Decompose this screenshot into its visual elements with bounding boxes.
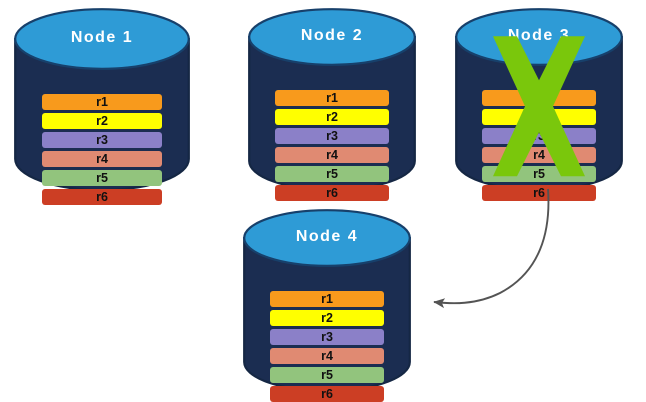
row-label-r3: r3	[533, 128, 545, 143]
row-list-node4: r1 r2 r3 r4 r5 r6	[270, 291, 384, 402]
row-bar-r6[interactable]: r6	[270, 386, 384, 402]
row-label-r2: r2	[321, 310, 333, 325]
row-bar-r4[interactable]: r4	[42, 151, 162, 167]
row-label-r2: r2	[533, 109, 545, 124]
row-label-r5: r5	[326, 166, 338, 181]
row-bar-r3[interactable]: r3	[482, 128, 596, 144]
row-bar-r6[interactable]: r6	[42, 189, 162, 205]
row-label-r1: r1	[326, 90, 338, 105]
row-label-r4: r4	[533, 147, 545, 162]
row-label-r5: r5	[321, 367, 333, 382]
row-list-node1: r1 r2 r3 r4 r5 r6	[42, 94, 162, 205]
row-label-r4: r4	[326, 147, 338, 162]
row-label-r1: r1	[321, 291, 333, 306]
row-label-r1: r1	[96, 94, 108, 109]
row-label-r6: r6	[326, 185, 338, 200]
row-bar-r6[interactable]: r6	[482, 185, 596, 201]
row-label-r4: r4	[96, 151, 108, 166]
row-bar-r2[interactable]: r2	[482, 109, 596, 125]
cylinder-top-ellipse-node2	[248, 8, 416, 66]
row-list-node3: r1 r2 r3 r4 r5 r6	[482, 90, 596, 201]
row-list-node2: r1 r2 r3 r4 r5 r6	[275, 90, 389, 201]
row-bar-r3[interactable]: r3	[42, 132, 162, 148]
row-bar-r2[interactable]: r2	[42, 113, 162, 129]
row-bar-r4[interactable]: r4	[270, 348, 384, 364]
row-bar-r2[interactable]: r2	[270, 310, 384, 326]
cylinder-top-ellipse-node1	[14, 8, 190, 70]
row-label-r2: r2	[326, 109, 338, 124]
row-label-r3: r3	[326, 128, 338, 143]
row-bar-r5[interactable]: r5	[42, 170, 162, 186]
row-label-r5: r5	[96, 170, 108, 185]
row-label-r6: r6	[533, 185, 545, 200]
row-bar-r3[interactable]: r3	[270, 329, 384, 345]
row-label-r6: r6	[321, 386, 333, 401]
row-bar-r1[interactable]: r1	[482, 90, 596, 106]
row-bar-r1[interactable]: r1	[42, 94, 162, 110]
row-bar-r3[interactable]: r3	[275, 128, 389, 144]
row-bar-r1[interactable]: r1	[270, 291, 384, 307]
row-label-r1: r1	[533, 90, 545, 105]
row-bar-r2[interactable]: r2	[275, 109, 389, 125]
row-label-r2: r2	[96, 113, 108, 128]
row-bar-r5[interactable]: r5	[270, 367, 384, 383]
row-bar-r6[interactable]: r6	[275, 185, 389, 201]
row-label-r5: r5	[533, 166, 545, 181]
row-label-r4: r4	[321, 348, 333, 363]
row-bar-r1[interactable]: r1	[275, 90, 389, 106]
row-bar-r4[interactable]: r4	[482, 147, 596, 163]
cylinder-top-ellipse-node4	[243, 209, 411, 267]
row-bar-r5[interactable]: r5	[275, 166, 389, 182]
row-label-r3: r3	[96, 132, 108, 147]
row-label-r6: r6	[96, 189, 108, 204]
row-bar-r4[interactable]: r4	[275, 147, 389, 163]
row-label-r3: r3	[321, 329, 333, 344]
cylinder-top-ellipse-node3	[455, 8, 623, 66]
row-bar-r5[interactable]: r5	[482, 166, 596, 182]
